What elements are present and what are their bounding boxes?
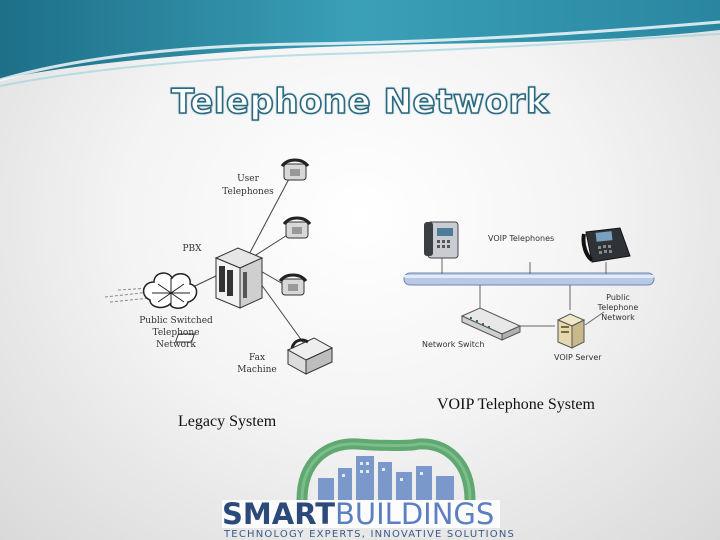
telephone-icon: [282, 216, 312, 239]
label-voip-server: VOIP Server: [554, 353, 602, 362]
label-public-network-2: Telephone: [597, 303, 639, 312]
label-public-network-3: Network: [601, 313, 635, 322]
logo-tagline: TECHNOLOGY EXPERTS, INNOVATIVE SOLUTIONS: [223, 529, 515, 540]
voip-caption: VOIP Telephone System: [437, 396, 595, 413]
legacy-diagram: User Telephones PBX Public Switched Tele…: [104, 158, 334, 375]
voip-phone-icon: [581, 227, 631, 263]
telephone-icon: [280, 158, 310, 181]
logo-skyline-icon: [318, 456, 454, 500]
label-fax: Fax: [249, 353, 265, 363]
legacy-caption: Legacy System: [178, 413, 277, 430]
voip-phone-icon: [424, 221, 459, 259]
label-voip-telephones: VOIP Telephones: [488, 234, 554, 243]
label-pstn-2: Telephone: [153, 328, 200, 338]
telephone-icon: [278, 273, 308, 296]
network-switch-icon: [460, 307, 522, 341]
label-user-telephones: User: [237, 174, 260, 184]
label-network-switch: Network Switch: [422, 340, 484, 349]
label-pbx: PBX: [182, 244, 202, 254]
slide-title: Telephone Network: [170, 81, 549, 123]
label-pstn: Public Switched: [139, 316, 213, 326]
pbx-cabinet-icon: [214, 247, 264, 309]
pstn-cloud-icon: [142, 272, 198, 309]
fax-machine-icon: [174, 333, 334, 375]
label-public-network: Public: [606, 293, 630, 302]
logo-smart-text: SMARTBUILDINGS: [222, 497, 494, 531]
label-fax-2: Machine: [237, 365, 276, 375]
voip-diagram: VOIP Telephones Public Telephone Network…: [403, 221, 655, 362]
label-user-telephones-2: Telephones: [222, 187, 274, 197]
header-swoosh: [0, 0, 720, 87]
label-pstn-3: Network: [156, 340, 196, 350]
voip-server-icon: [556, 313, 586, 349]
